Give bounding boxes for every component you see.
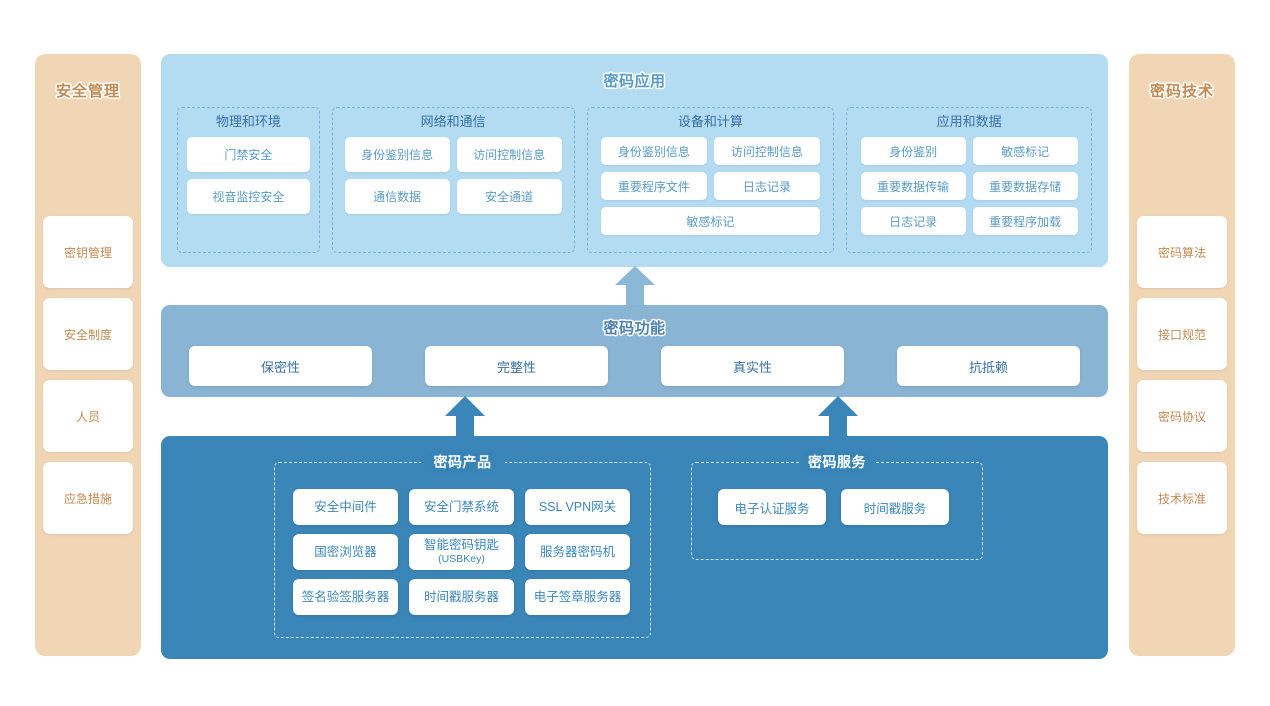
pillar-security-management: 安全管理 密钥管理 安全制度 人员 应急措施	[35, 54, 141, 656]
group-physical-environment-title: 物理和环境	[215, 114, 281, 129]
pillar-left-item-3[interactable]: 应急措施	[43, 462, 133, 534]
chip-item[interactable]: 日志记录	[713, 172, 820, 200]
group-device-computing: 设备和计算 身份鉴别信息 访问控制信息 重要程序文件 日志记录 敏感标记	[586, 107, 835, 253]
product-label: 智能密码钥匙	[423, 538, 499, 552]
product-item[interactable]: 安全中间件	[293, 489, 398, 525]
function-item-integrity[interactable]: 完整性	[425, 346, 608, 386]
group-device-computing-title: 设备和计算	[677, 114, 743, 129]
pillar-cryptographic-technology: 密码技术 密码算法 接口规范 密码协议 技术标准	[1129, 54, 1235, 656]
arrow-function-to-application-icon	[611, 266, 659, 313]
layer-cryptographic-application: 密码应用 物理和环境 门禁安全 视音监控安全 网络和通信 身份鉴别信息 访问控制…	[161, 54, 1108, 267]
panel-cryptographic-products: 密码产品 安全中间件 安全门禁系统 SSL VPN网关 国密浏览器 智能密码钥匙…	[274, 453, 651, 638]
chip-item[interactable]: 访问控制信息	[456, 137, 562, 172]
service-item[interactable]: 电子认证服务	[718, 489, 826, 525]
pillar-right-item-3[interactable]: 技术标准	[1137, 462, 1227, 534]
chip-item[interactable]: 身份鉴别信息	[600, 137, 707, 165]
pillar-left-item-2[interactable]: 人员	[43, 380, 133, 452]
group-application-data: 应用和数据 身份鉴别 敏感标记 重要数据传输 重要数据存储 日志记录 重要程序加…	[846, 107, 1092, 253]
pillar-right-title: 密码技术	[1149, 83, 1214, 100]
layer-cryptographic-function: 密码功能 保密性 完整性 真实性 抗抵赖	[161, 305, 1108, 397]
chip-item[interactable]: 视音监控安全	[187, 179, 310, 214]
panel-services-title: 密码服务	[808, 454, 866, 470]
chip-item[interactable]: 重要程序文件	[600, 172, 707, 200]
chip-item[interactable]: 安全通道	[456, 179, 562, 214]
chip-item[interactable]: 重要数据传输	[860, 172, 966, 200]
product-item[interactable]: 签名验签服务器	[293, 579, 398, 615]
services-title-backdrop	[799, 453, 875, 471]
pillar-left-items: 密钥管理 安全制度 人员 应急措施	[43, 216, 133, 534]
function-item-confidentiality[interactable]: 保密性	[189, 346, 372, 386]
product-label: 安全门禁系统	[423, 500, 499, 514]
chip-item[interactable]: 日志记录	[860, 207, 966, 235]
group-network-communication-title: 网络和通信	[420, 114, 486, 129]
chip-item[interactable]: 通信数据	[344, 179, 450, 214]
chip-item[interactable]: 重要数据存储	[972, 172, 1078, 200]
product-label: 国密浏览器	[314, 545, 377, 559]
products-title-backdrop	[420, 453, 505, 471]
pillar-right-items: 密码算法 接口规范 密码协议 技术标准	[1137, 216, 1227, 534]
chip-item[interactable]: 身份鉴别信息	[344, 137, 450, 172]
chip-item[interactable]: 门禁安全	[187, 137, 310, 172]
group-network-communication-items: 身份鉴别信息 访问控制信息 通信数据 安全通道	[342, 137, 565, 214]
product-label: 服务器密码机	[539, 545, 615, 559]
layer-products-services: 密码产品 安全中间件 安全门禁系统 SSL VPN网关 国密浏览器 智能密码钥匙…	[161, 436, 1108, 659]
layer-application-title: 密码应用	[603, 73, 666, 90]
product-item[interactable]: SSL VPN网关	[525, 489, 630, 525]
product-label: SSL VPN网关	[538, 500, 617, 514]
panel-cryptographic-services: 密码服务 电子认证服务 时间戳服务	[691, 453, 983, 560]
function-item-non-repudiation[interactable]: 抗抵赖	[897, 346, 1080, 386]
group-physical-environment: 物理和环境 门禁安全 视音监控安全	[177, 107, 320, 253]
services-items: 电子认证服务 时间戳服务	[718, 489, 949, 525]
group-physical-environment-items: 门禁安全 视音监控安全	[187, 137, 310, 214]
chip-item[interactable]: 重要程序加载	[972, 207, 1078, 235]
function-item-authenticity[interactable]: 真实性	[661, 346, 844, 386]
product-label: 时间戳服务器	[423, 590, 499, 604]
pillar-right-item-2[interactable]: 密码协议	[1137, 380, 1227, 452]
layer-function-title: 密码功能	[603, 320, 666, 337]
pillar-right-item-0[interactable]: 密码算法	[1137, 216, 1227, 288]
chip-item[interactable]: 敏感标记	[600, 207, 820, 235]
arrow-products-to-function-left-icon	[441, 396, 489, 445]
group-network-communication: 网络和通信 身份鉴别信息 访问控制信息 通信数据 安全通道	[331, 107, 575, 253]
product-item[interactable]: 国密浏览器	[293, 534, 398, 570]
application-group-container: 物理和环境 门禁安全 视音监控安全 网络和通信 身份鉴别信息 访问控制信息 通信…	[177, 107, 1092, 253]
pillar-right-item-1[interactable]: 接口规范	[1137, 298, 1227, 370]
product-label: 电子签章服务器	[533, 590, 622, 604]
product-sublabel: (USBKey)	[438, 553, 485, 565]
product-item[interactable]: 服务器密码机	[525, 534, 630, 570]
product-item[interactable]: 安全门禁系统	[409, 489, 514, 525]
group-application-data-items: 身份鉴别 敏感标记 重要数据传输 重要数据存储 日志记录 重要程序加载	[856, 137, 1082, 235]
product-label: 签名验签服务器	[301, 590, 390, 604]
product-label: 安全中间件	[314, 500, 377, 514]
products-items: 安全中间件 安全门禁系统 SSL VPN网关 国密浏览器 智能密码钥匙 (USB…	[293, 489, 632, 615]
service-item[interactable]: 时间戳服务	[841, 489, 949, 525]
arrow-products-to-function-right-icon	[814, 396, 862, 445]
pillar-left-title: 安全管理	[55, 83, 120, 100]
chip-item[interactable]: 敏感标记	[972, 137, 1078, 165]
pillar-left-item-0[interactable]: 密钥管理	[43, 216, 133, 288]
function-items: 保密性 完整性 真实性 抗抵赖	[189, 346, 1080, 386]
product-item[interactable]: 智能密码钥匙 (USBKey)	[409, 534, 514, 570]
product-item[interactable]: 时间戳服务器	[409, 579, 514, 615]
group-application-data-title: 应用和数据	[936, 114, 1002, 129]
chip-item[interactable]: 身份鉴别	[860, 137, 966, 165]
chip-item[interactable]: 访问控制信息	[713, 137, 820, 165]
product-item[interactable]: 电子签章服务器	[525, 579, 630, 615]
pillar-left-item-1[interactable]: 安全制度	[43, 298, 133, 370]
group-device-computing-items: 身份鉴别信息 访问控制信息 重要程序文件 日志记录 敏感标记	[597, 137, 825, 235]
panel-products-title: 密码产品	[433, 454, 492, 470]
